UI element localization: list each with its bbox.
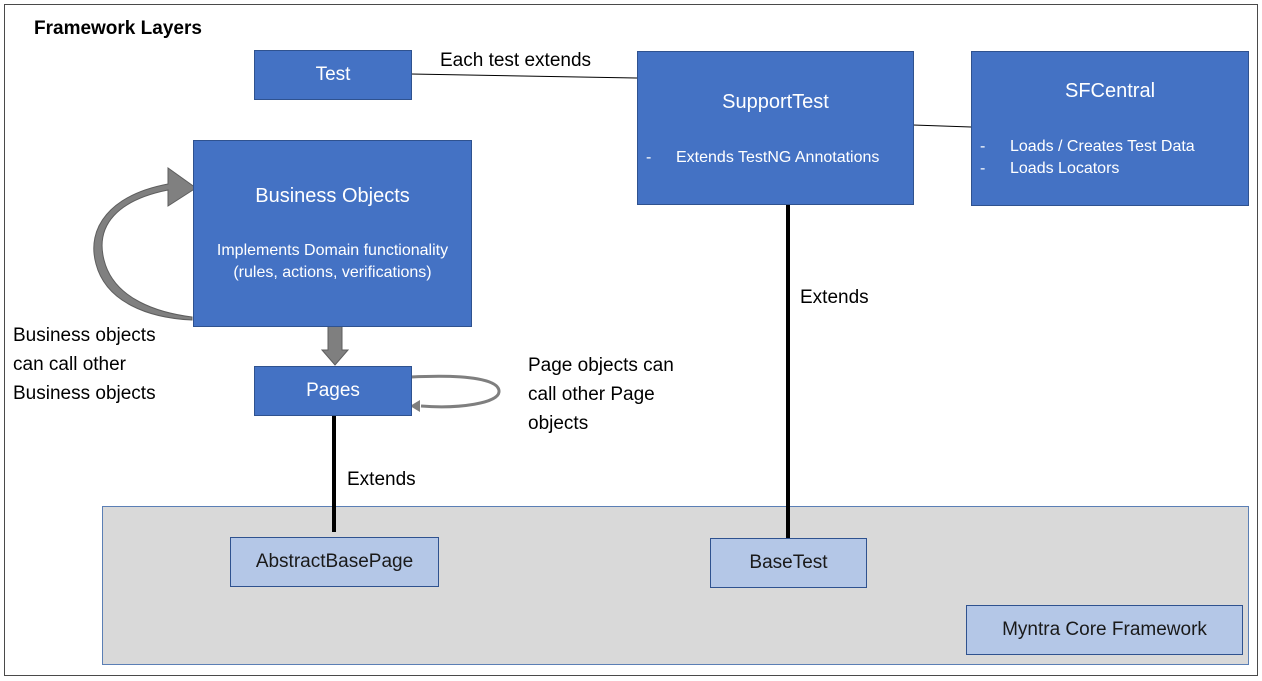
sfcentral-bullet-text: Loads / Creates Test Data	[1010, 138, 1195, 155]
pages-self-call-arrowhead	[410, 400, 420, 412]
pages-node: Pages	[254, 366, 412, 416]
sfcentral-node: SFCentral - Loads / Creates Test Data - Lo…	[971, 51, 1249, 206]
supporttest-bullet-text: Extends TestNG Annotations	[676, 149, 880, 166]
supporttest-title: SupportTest	[722, 91, 829, 113]
pages-self-call-line: call other Page	[528, 384, 655, 405]
business-self-call-line: can call other	[13, 354, 127, 375]
pages-self-call-label: Page objects can call other Page objects	[528, 351, 674, 438]
basetest-node: BaseTest	[710, 538, 867, 588]
sfcentral-title: SFCentral	[1064, 80, 1156, 102]
business-objects-description-line: (rules, actions, verifications)	[233, 264, 432, 281]
diagram-title: Framework Layers	[34, 18, 202, 39]
supporttest-bullet: - Extends TestNG Annotations	[646, 147, 879, 169]
supporttest-sfcentral-connector	[912, 124, 972, 128]
pages-self-call-line: Page objects can	[528, 355, 674, 376]
basetest-label: BaseTest	[749, 552, 828, 573]
sfcentral-bullet: - Loads Locators	[980, 158, 1119, 180]
business-self-call-line: Business objects	[13, 325, 156, 346]
pages-extends-label: Extends	[347, 469, 416, 490]
bullet-marker: -	[646, 149, 652, 166]
abstractbasepage-node: AbstractBasePage	[230, 537, 439, 587]
test-supporttest-connector	[410, 73, 639, 79]
bullet-marker: -	[980, 138, 986, 155]
business-objects-title: Business Objects	[255, 185, 410, 207]
each-test-extends-label: Each test extends	[440, 50, 592, 71]
diagram-frame	[4, 4, 1258, 676]
business-self-call-label: Business objects can call other Business…	[13, 321, 156, 408]
business-objects-description-line: Implements Domain functionality	[216, 242, 449, 259]
bullet-marker: -	[980, 160, 986, 177]
test-node: Test	[254, 50, 412, 100]
business-self-call-line: Business objects	[13, 383, 156, 404]
pages-self-call-line: objects	[528, 413, 589, 434]
business-self-call-arrow	[93, 167, 197, 321]
test-label: Test	[315, 64, 351, 85]
sfcentral-bullet-text: Loads Locators	[1010, 160, 1120, 177]
supporttest-extends-label: Extends	[800, 287, 869, 308]
business-objects-to-pages-arrow	[320, 325, 350, 366]
core-framework-label-box: Myntra Core Framework	[966, 605, 1243, 655]
sfcentral-bullet: - Loads / Creates Test Data	[980, 136, 1195, 158]
supporttest-node: SupportTest - Extends TestNG Annotations	[637, 51, 914, 205]
pages-self-call-arrow	[410, 374, 501, 409]
pages-label: Pages	[306, 380, 360, 401]
business-objects-node: Business Objects Implements Domain funct…	[193, 140, 472, 327]
abstractbasepage-label: AbstractBasePage	[255, 551, 414, 572]
core-framework-label: Myntra Core Framework	[1002, 619, 1207, 640]
